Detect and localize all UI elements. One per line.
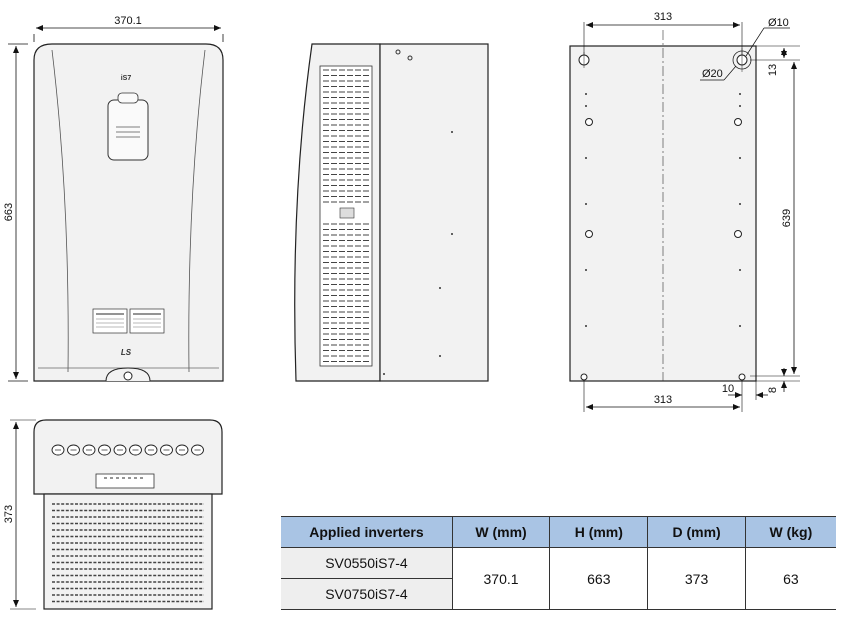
bottom-view: 373 — [3, 419, 223, 610]
weight-value: 63 — [744, 547, 836, 610]
rear-bottom-offset-label: 8 — [767, 387, 779, 393]
bottom-terminal-cover — [33, 419, 223, 495]
front-panel — [33, 43, 224, 382]
front-brand-text: iS7 — [121, 75, 132, 82]
depth-value: 373 — [647, 547, 746, 610]
table-row: SV0550iS7-4 370.1 663 373 63 — [281, 547, 836, 610]
front-view: 370.1 663 iS7 LS — [3, 15, 224, 382]
table-row: SV0750iS7-4 — [281, 578, 836, 610]
header-weight: W (kg) — [744, 516, 836, 548]
cable-glands — [51, 444, 204, 456]
spec-table-header-row: Applied inverters W (mm) H (mm) D (mm) W… — [281, 516, 836, 548]
rear-edge-offset-label: 10 — [722, 383, 734, 395]
header-applied-inverters: Applied inverters — [281, 516, 453, 548]
bottom-heatsink — [43, 493, 213, 610]
model-cell: SV0550iS7-4 — [281, 547, 453, 579]
rear-top-offset-label: 13 — [767, 64, 779, 76]
height-value: 663 — [549, 547, 649, 610]
header-width: W (mm) — [451, 516, 551, 548]
front-screw-icon — [123, 371, 133, 381]
bottom-depth-label: 373 — [3, 505, 15, 523]
rear-view: 313 313 Ø10 Ø20 — [569, 11, 800, 412]
side-heatsink-plate — [379, 43, 489, 382]
spec-table: Applied inverters W (mm) H (mm) D (mm) W… — [281, 516, 836, 610]
rear-vertical-spacing-label: 639 — [781, 209, 793, 227]
header-height: H (mm) — [549, 516, 649, 548]
model-cell: SV0750iS7-4 — [281, 578, 453, 610]
width-value: 370.1 — [451, 547, 551, 610]
hole-small-label: Ø10 — [768, 17, 789, 29]
side-view — [294, 43, 489, 382]
hole-large-label: Ø20 — [702, 68, 723, 80]
front-width-label: 370.1 — [114, 15, 142, 27]
rear-top-width-label: 313 — [654, 11, 672, 23]
warning-labels — [92, 308, 165, 334]
front-height-label: 663 — [3, 203, 15, 221]
front-logo-text: LS — [121, 348, 132, 357]
rear-bottom-width-label: 313 — [654, 394, 672, 406]
heatsink-fins — [52, 503, 204, 603]
header-depth: D (mm) — [647, 516, 746, 548]
keypad — [107, 99, 149, 161]
